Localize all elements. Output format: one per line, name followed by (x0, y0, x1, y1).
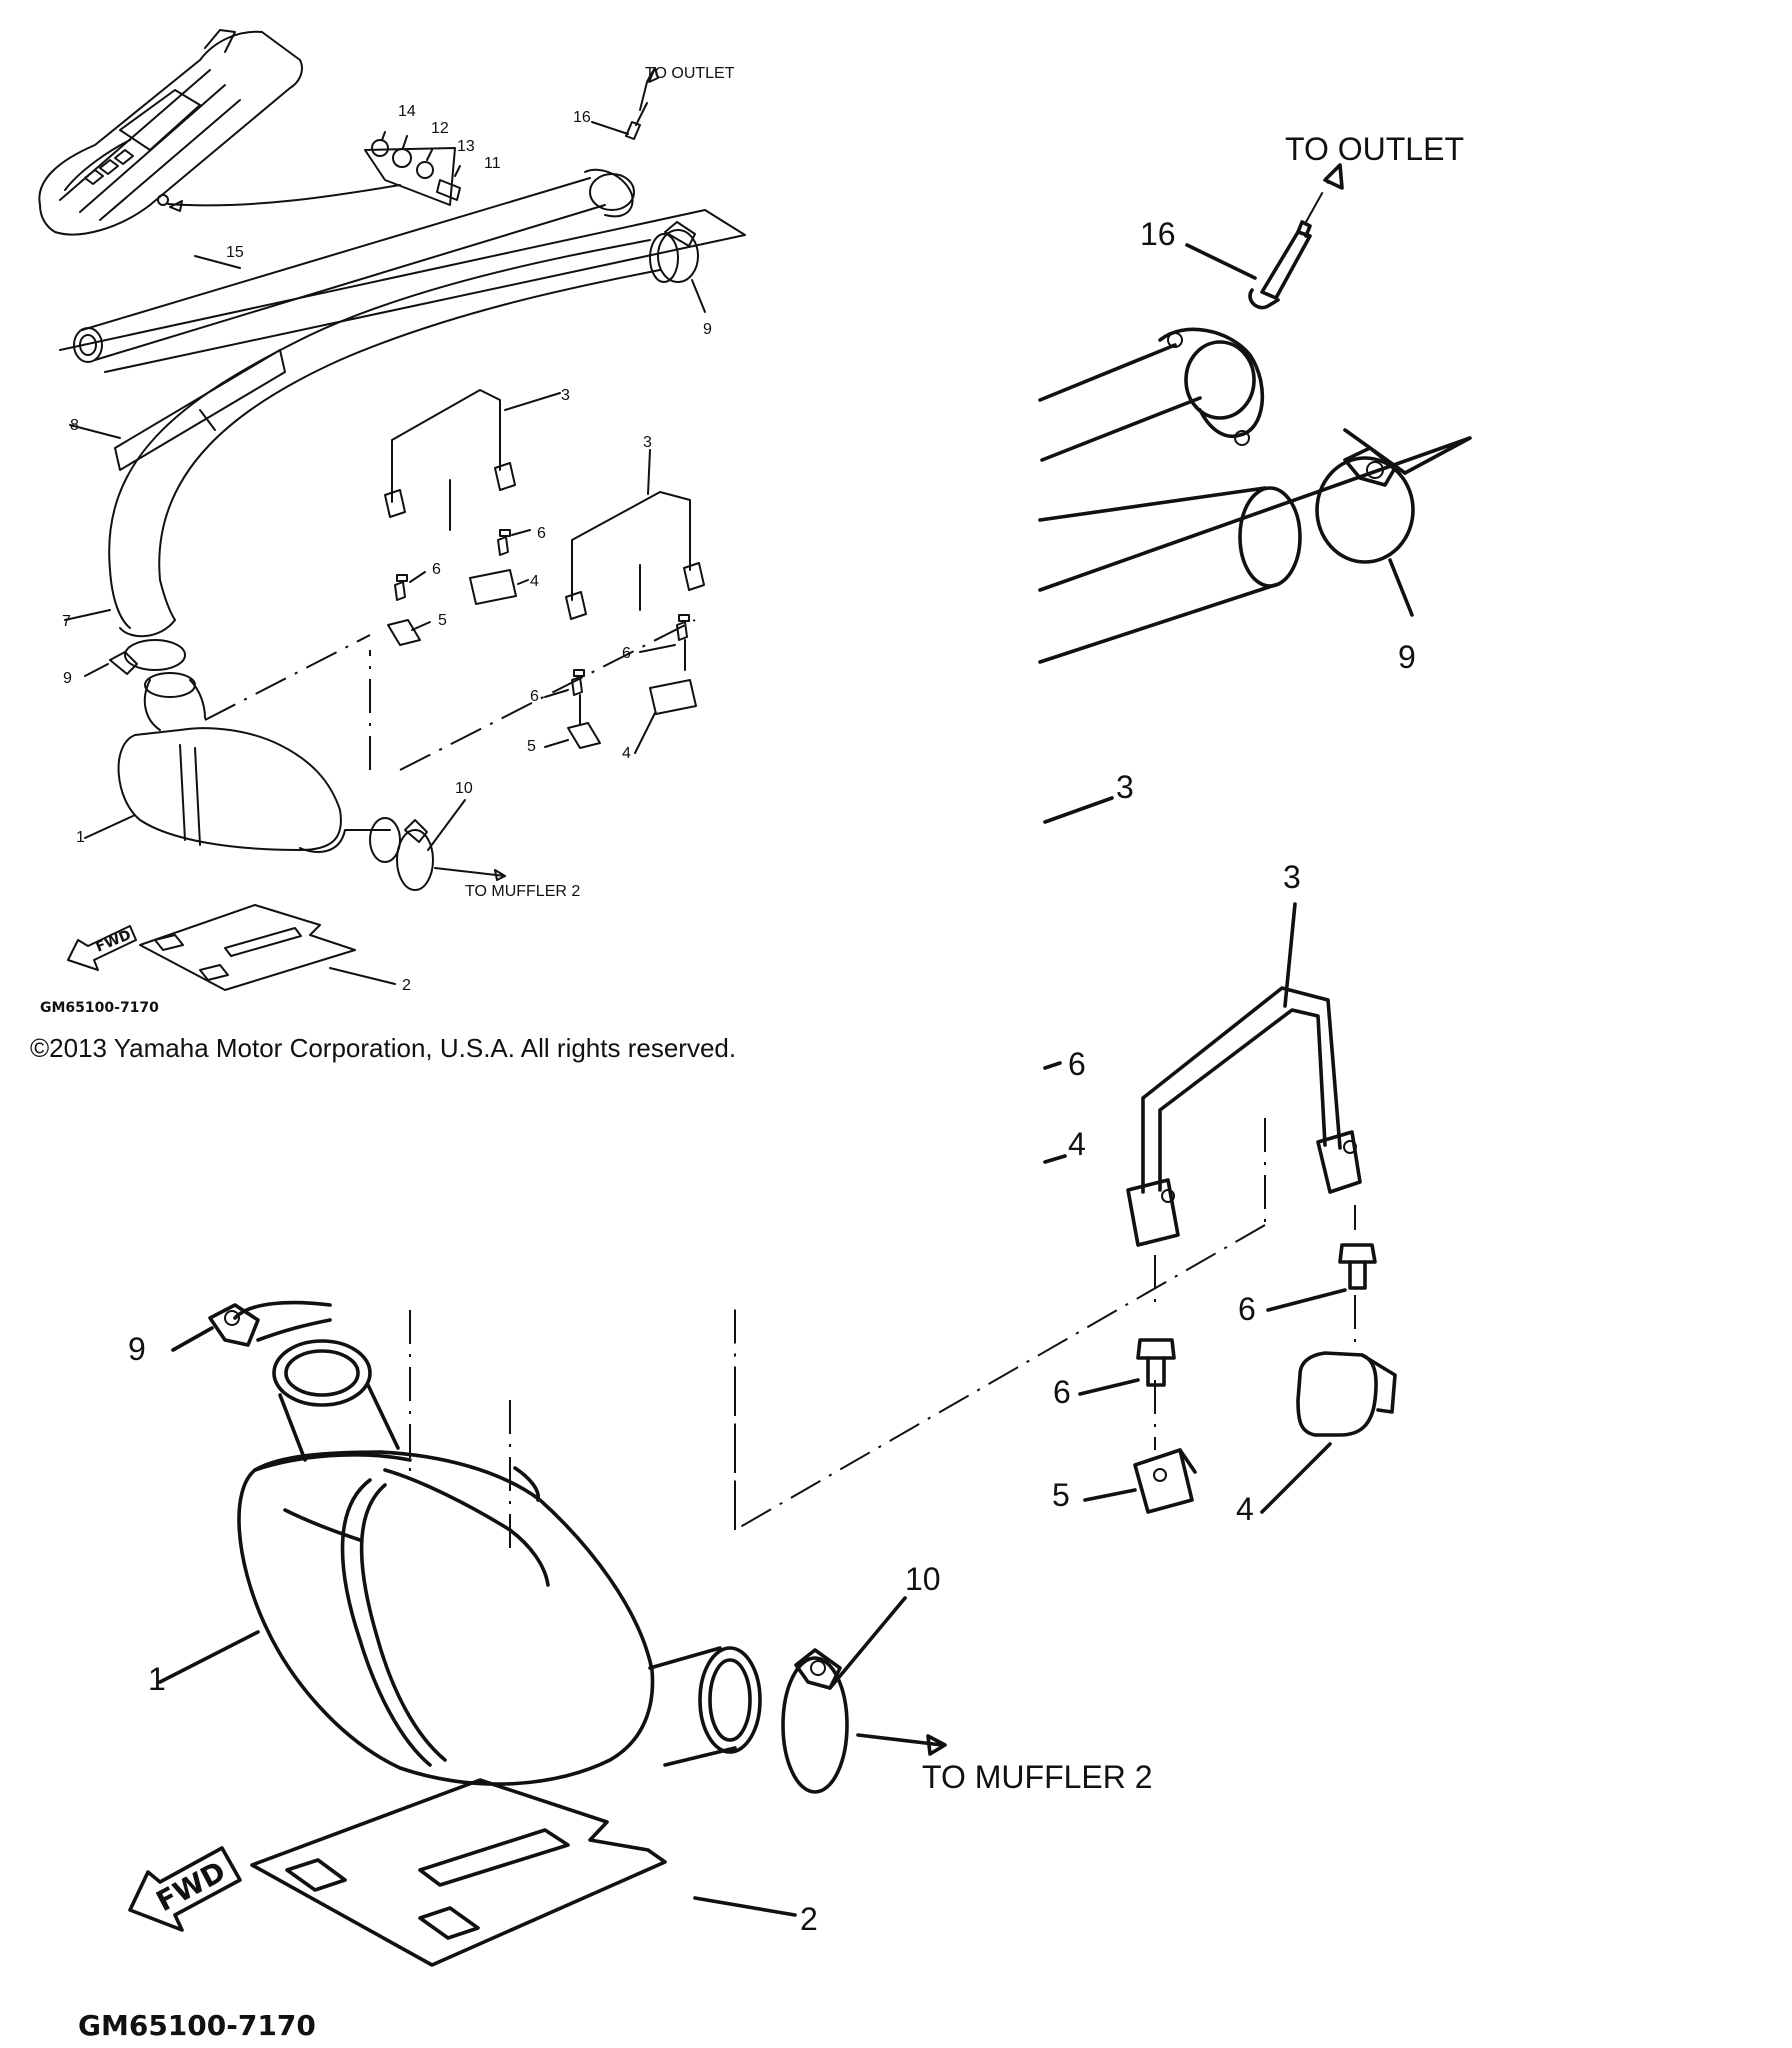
plate-2-small (139, 904, 356, 991)
to-outlet-label: TO OUTLET (1285, 131, 1464, 167)
callout-6-small-c: 6 (622, 645, 631, 662)
pad-8-small (114, 349, 286, 471)
callout-5: 5 (1052, 1477, 1070, 1513)
diagram-code: GM65100-7170 (78, 2009, 316, 2042)
callout-10: 10 (905, 1561, 941, 1597)
pipe-15-small (59, 168, 746, 373)
bolt-6-detail-b (1136, 1338, 1176, 1387)
copyright-notice: ©2013 Yamaha Motor Corporation, U.S.A. A… (30, 1033, 737, 1063)
clamp-9-detail-top (1315, 446, 1415, 564)
strap-3-small-b (565, 491, 705, 620)
callout-3-strap: 3 (1283, 859, 1301, 895)
detail-muffler (128, 1300, 947, 1967)
fwd-arrow-small (67, 925, 137, 971)
to-outlet-label-small: TO OUTLET (645, 65, 735, 82)
strap-3-small-a (384, 389, 516, 531)
callout-1: 1 (148, 1661, 166, 1697)
bracket-4-detail (1296, 1351, 1397, 1437)
callout-9-top: 9 (1398, 639, 1416, 675)
part-16-fitting (1248, 220, 1312, 310)
callout-3-small-a: 3 (561, 387, 570, 404)
callout-10-small: 10 (455, 780, 473, 797)
parts-11-14-small (364, 131, 461, 206)
part-16-fitting-small (625, 67, 659, 140)
callout-6-left: 6 (1053, 1374, 1071, 1410)
clamp-10-small (396, 819, 434, 891)
callout-6-right: 6 (1238, 1291, 1256, 1327)
callout-4-stub: 4 (1068, 1126, 1086, 1162)
callout-14-small: 14 (398, 103, 416, 120)
hose-7-small (108, 233, 679, 638)
watercraft-thumbnail (38, 29, 303, 236)
callout-8-small: 8 (70, 417, 79, 434)
detail-strap-bolts (734, 902, 1397, 1532)
callout-7-small: 7 (62, 613, 71, 630)
callout-6-stub: 6 (1068, 1046, 1086, 1082)
callout-15-small: 15 (226, 244, 244, 261)
callout-6-small-b: 6 (432, 561, 441, 578)
callout-3-top: 3 (1116, 769, 1134, 805)
hose-7-end (1038, 428, 1472, 664)
detail-labels: TO OUTLET TO MUFFLER 2 GM65100-7170 FWD … (78, 131, 1464, 2042)
plate-2-detail (250, 1778, 667, 1967)
callout-1-small: 1 (76, 829, 85, 846)
strap-3-detail (1126, 986, 1362, 1247)
callout-9-small-left: 9 (63, 670, 72, 687)
callout-12-small: 12 (431, 120, 449, 137)
callout-13-small: 13 (457, 138, 475, 155)
muffler-outlet-tube (648, 1646, 762, 1767)
muffler-1-detail (237, 1450, 655, 1786)
callout-5-small-b: 5 (527, 738, 536, 755)
clamp-9-small-top (657, 221, 699, 283)
callout-16: 16 (1140, 216, 1176, 252)
callout-9-bottom: 9 (128, 1331, 146, 1367)
callout-2-small: 2 (402, 977, 411, 994)
callout-11-small: 11 (484, 155, 501, 172)
callout-5-small-a: 5 (438, 612, 447, 629)
bolts-brackets-small (387, 529, 697, 749)
clamp-9-detail-bottom (208, 1300, 332, 1347)
overview-drawing (38, 29, 746, 991)
pipe-15-end (1038, 327, 1265, 462)
detail-top-right (1038, 163, 1472, 824)
bracket-5-detail (1133, 1448, 1197, 1514)
bolt-6-detail-a (1338, 1243, 1377, 1290)
fwd-arrow (128, 1846, 242, 1932)
callout-3-small-b: 3 (643, 434, 652, 451)
to-muffler-label: TO MUFFLER 2 (922, 1759, 1153, 1795)
callout-9-small-top: 9 (703, 321, 712, 338)
callout-16-small: 16 (573, 109, 591, 126)
callout-4-small-a: 4 (530, 573, 539, 590)
diagram-code-small: GM65100-7170 (40, 1000, 159, 1016)
callout-2: 2 (800, 1901, 818, 1937)
callout-6-small-a: 6 (537, 525, 546, 542)
callout-4: 4 (1236, 1491, 1254, 1527)
callout-4-small-b: 4 (622, 745, 631, 762)
muffler-inlet-tube (272, 1339, 400, 1462)
to-muffler-label-small: TO MUFFLER 2 (465, 883, 580, 900)
callout-6-small-d: 6 (530, 688, 539, 705)
clamp-9-small-left (109, 639, 186, 675)
clamp-10-detail (781, 1648, 849, 1794)
muffler-1-small (117, 672, 401, 863)
